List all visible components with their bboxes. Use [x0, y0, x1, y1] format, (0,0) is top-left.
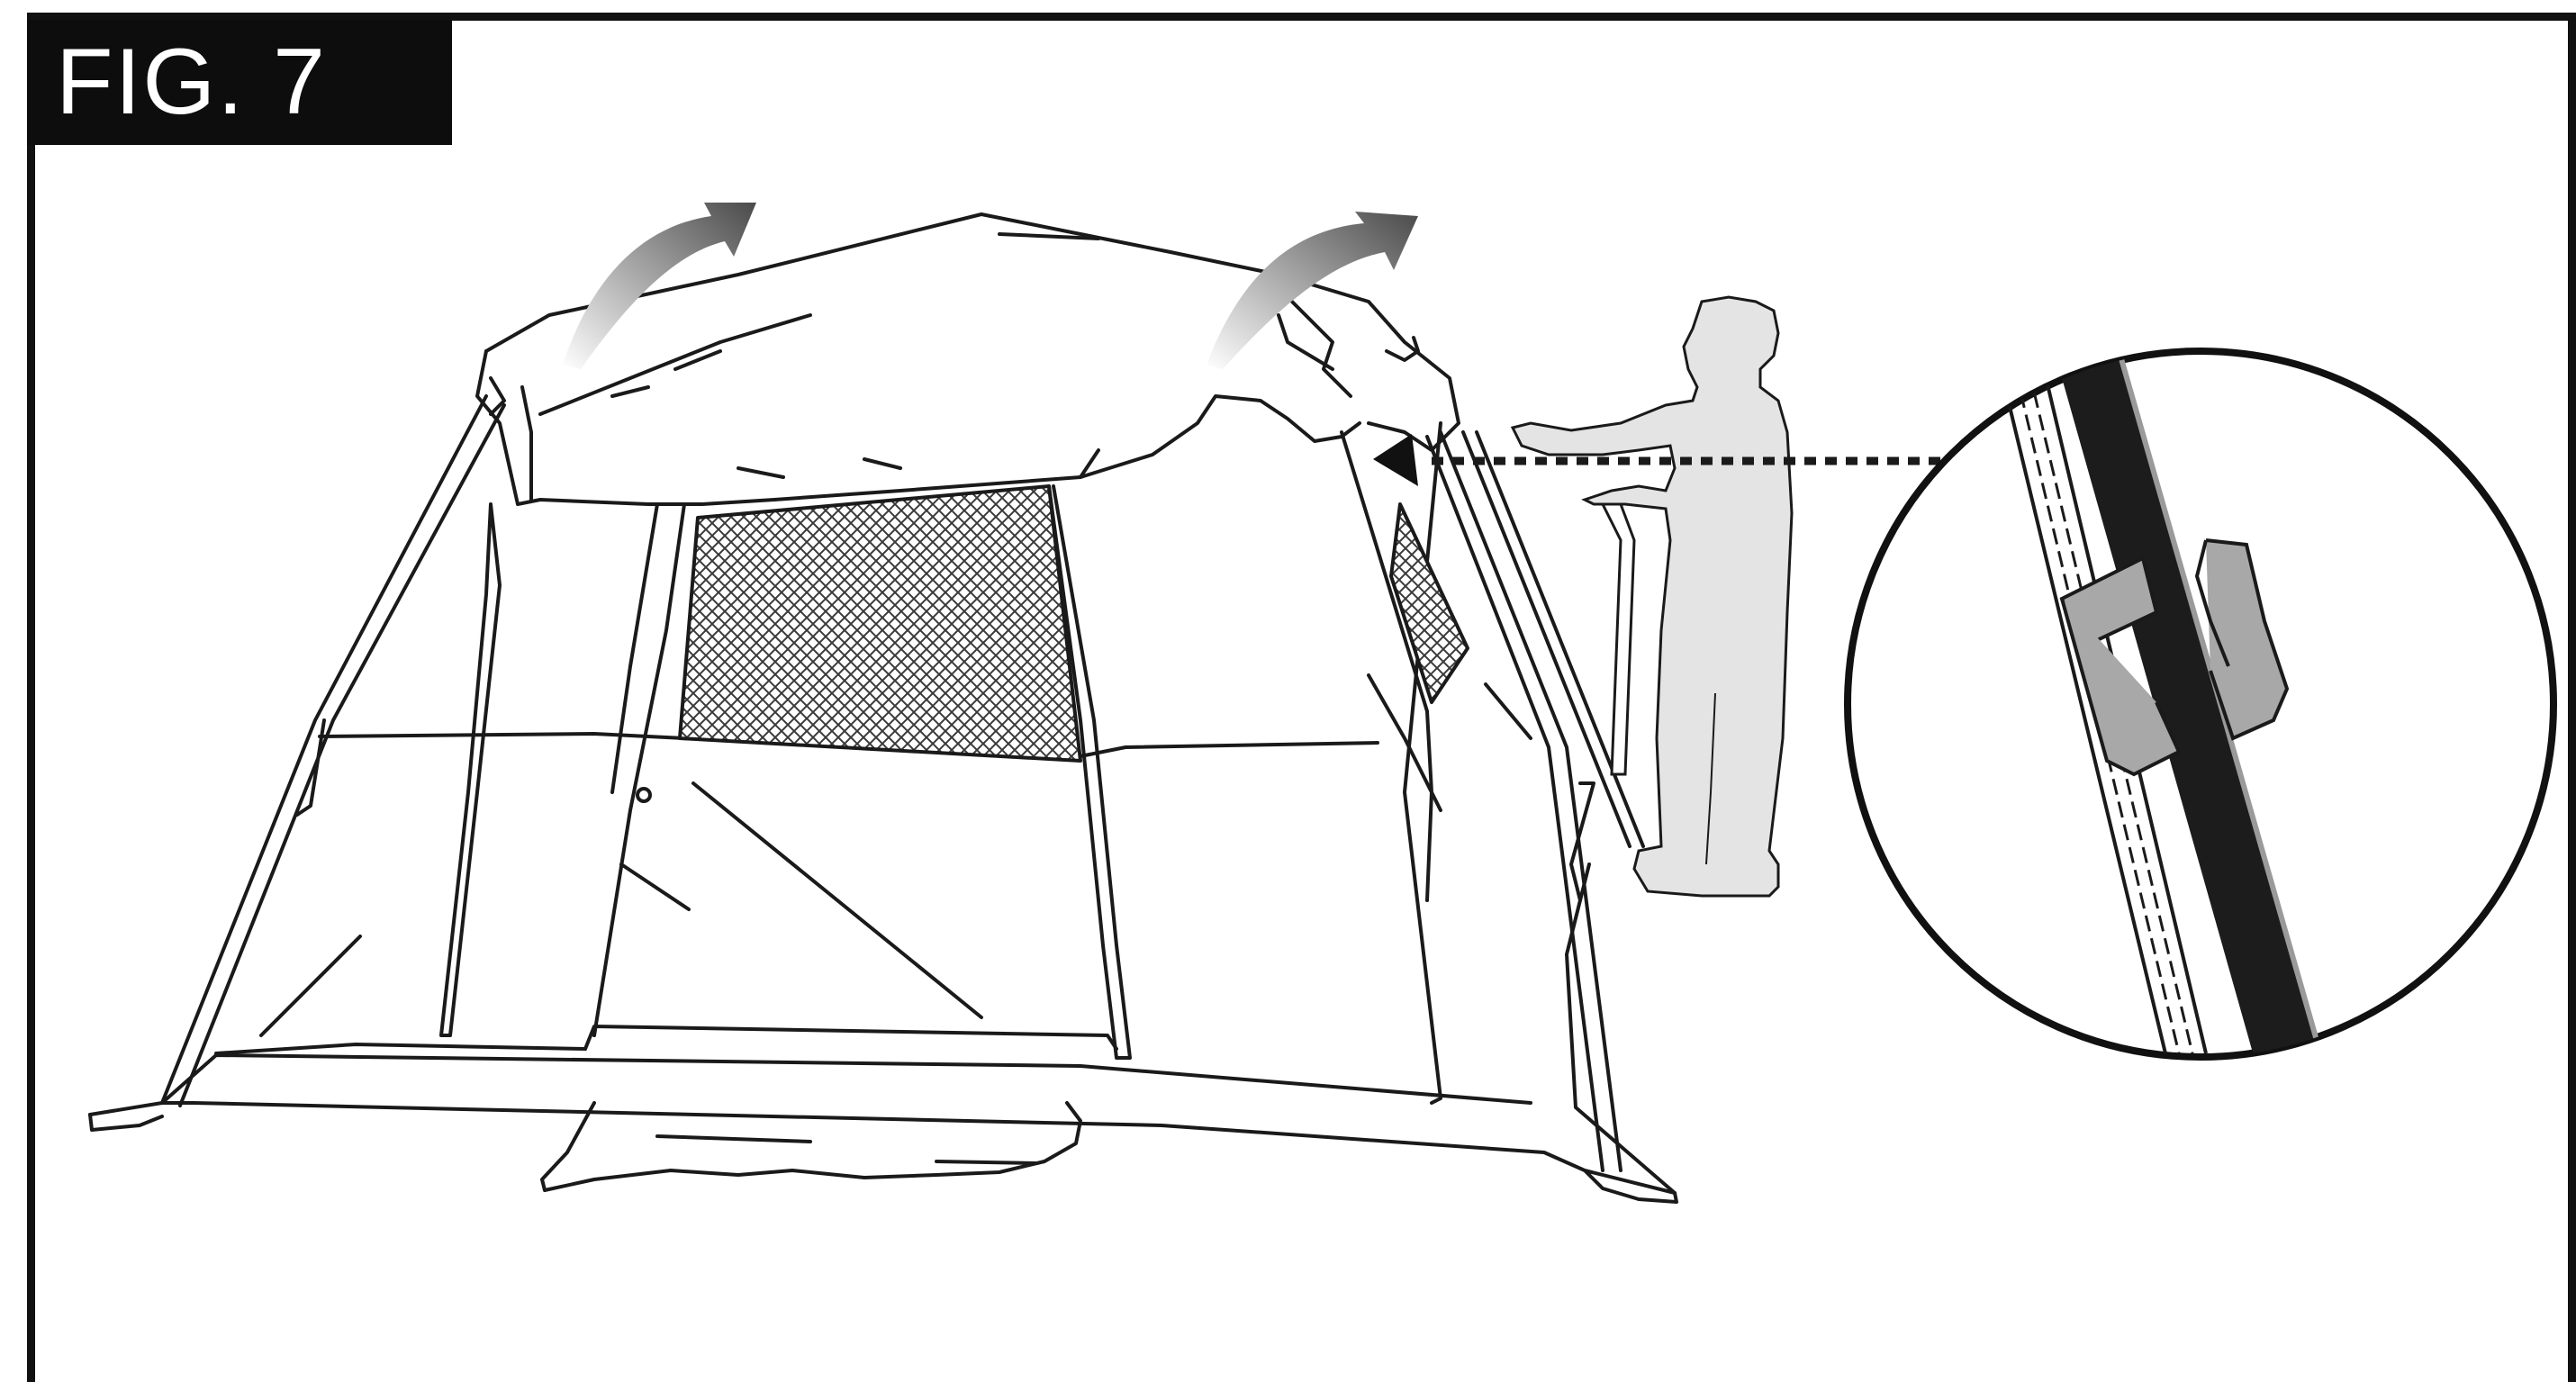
curved-up-arrow-right-icon: [1207, 212, 1418, 369]
tent-pole-right: [1427, 432, 1643, 1170]
mesh-window: [680, 486, 1080, 761]
detail-circle: [1848, 351, 2553, 1062]
pointer-icon: [1373, 434, 1418, 486]
curved-up-arrow-left-icon: [563, 203, 756, 369]
